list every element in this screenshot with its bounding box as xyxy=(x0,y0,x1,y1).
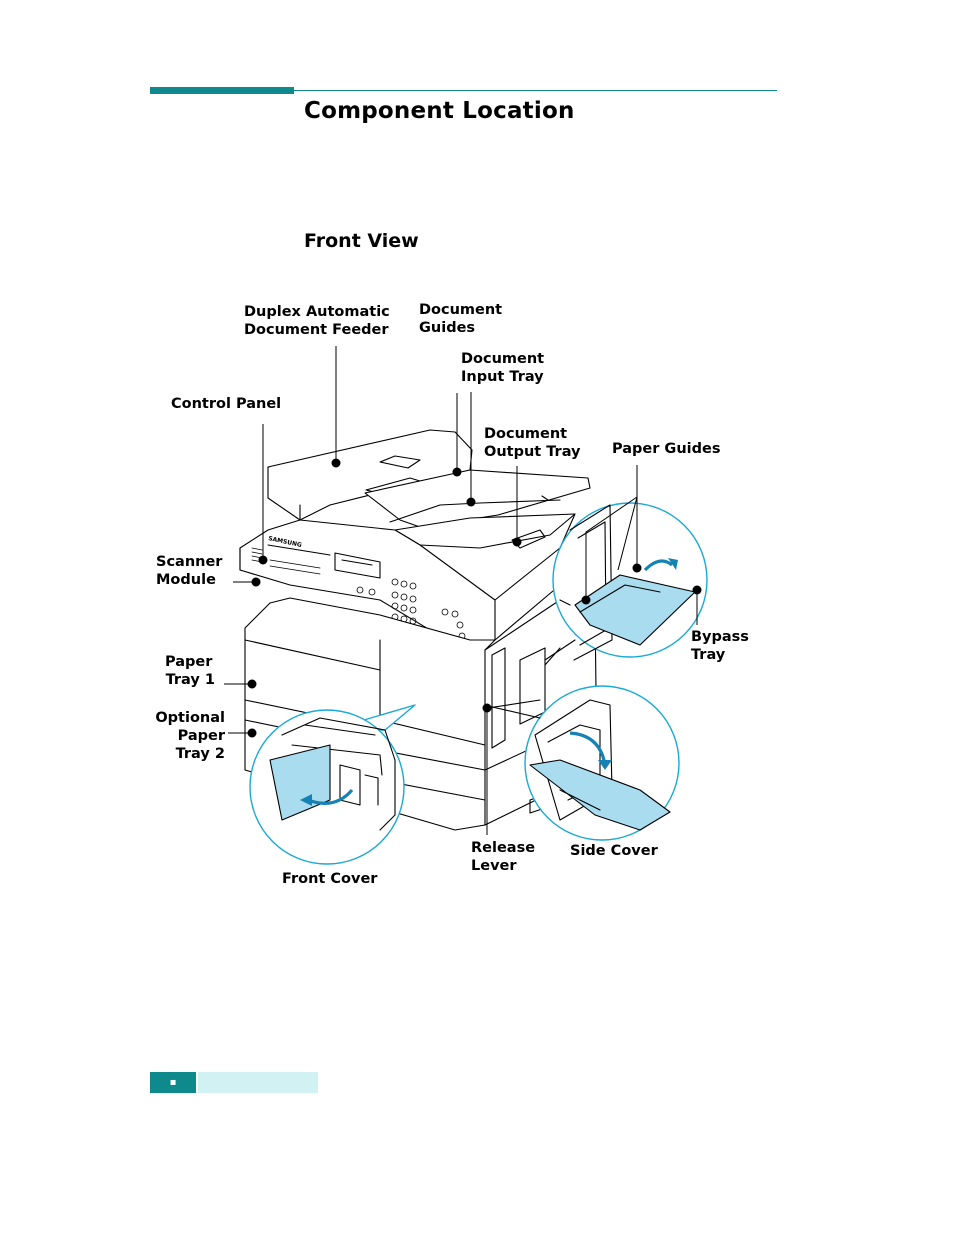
arrow-head-front xyxy=(300,794,312,806)
callout-dots xyxy=(247,458,702,738)
footer-page-tab xyxy=(150,1072,196,1093)
bypass-inset xyxy=(544,502,708,666)
arrow-head-bypass xyxy=(668,558,678,570)
section-heading: Front View xyxy=(304,230,419,252)
header-rule-thick xyxy=(150,87,294,94)
label-side-cover: Side Cover xyxy=(570,843,658,859)
control-buttons xyxy=(251,547,466,640)
page-number: ▪ xyxy=(169,1077,177,1088)
input-tray xyxy=(364,469,591,528)
leader-lines xyxy=(224,346,698,835)
footer-chapter-tab xyxy=(198,1072,318,1093)
side-cover-inset xyxy=(487,685,680,841)
arrow-head-side xyxy=(598,760,612,770)
label-front-cover: Front Cover xyxy=(282,871,378,887)
header-rule-thin xyxy=(294,90,777,91)
page-title: Component Location xyxy=(304,98,575,124)
front-cover-inset xyxy=(249,704,416,865)
label-control-panel: Control Panel xyxy=(171,396,282,412)
label-paper-guides: Paper Guides xyxy=(612,441,721,457)
